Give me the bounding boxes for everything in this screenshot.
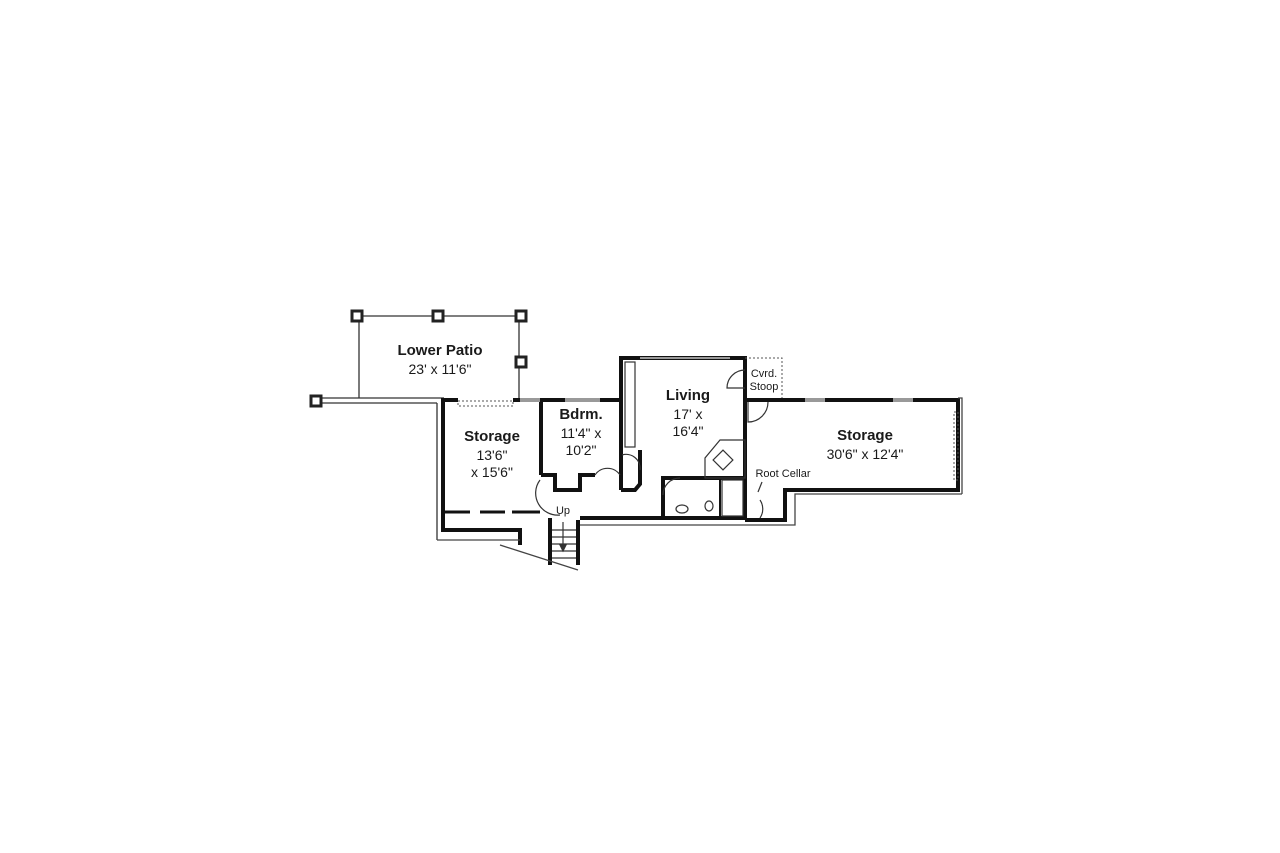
fireplace-insert [712, 449, 734, 471]
room-name: Living [665, 387, 711, 404]
fixtures [552, 361, 763, 559]
post [309, 394, 323, 408]
room-name: Lower Patio [397, 342, 483, 359]
room-label-bedroom: Bdrm. 11'4" x 10'2" [545, 406, 617, 460]
outer-lines [437, 397, 963, 571]
room-size: 11'4" x [560, 424, 602, 441]
post [514, 355, 528, 369]
room-label-root-cellar: Root Cellar [755, 468, 811, 480]
room-name: Storage [837, 427, 893, 444]
post [431, 309, 445, 323]
room-size: x 15'6" [471, 464, 513, 481]
dashed-openings [457, 357, 959, 481]
stoop-line2: Stoop [749, 381, 779, 394]
root-cellar-pointer [757, 481, 763, 493]
shower [721, 479, 744, 517]
fireplace [704, 439, 746, 479]
room-size: 10'2" [565, 442, 597, 459]
room-size: 13'6" [476, 446, 508, 463]
stoop-line1: Cvrd. [750, 368, 778, 380]
stairs-label: Up [555, 505, 571, 517]
room-label-storage-right: Storage 30'6" x 12'4" [790, 427, 940, 463]
room-label-living: Living 17' x 16'4" [648, 387, 728, 441]
stair-treads [552, 522, 576, 559]
doors [535, 369, 769, 519]
room-size: 23' x 11'6" [408, 360, 472, 377]
post [350, 309, 364, 323]
room-size: 30'6" x 12'4" [826, 445, 904, 462]
room-size: 16'4" [672, 423, 704, 440]
post [514, 309, 528, 323]
counter [624, 361, 636, 448]
room-label-storage-left: Storage 13'6" x 15'6" [452, 428, 532, 482]
room-size: 17' x [673, 405, 703, 422]
room-label-lower-patio: Lower Patio 23' x 11'6" [380, 342, 500, 378]
room-name: Bdrm. [559, 406, 603, 423]
toilet [704, 500, 714, 512]
room-name: Storage [464, 428, 520, 445]
windows [520, 357, 913, 402]
room-label-covered-stoop: Cvrd. Stoop [745, 368, 783, 394]
patio-posts [309, 309, 528, 408]
sink [675, 504, 689, 514]
